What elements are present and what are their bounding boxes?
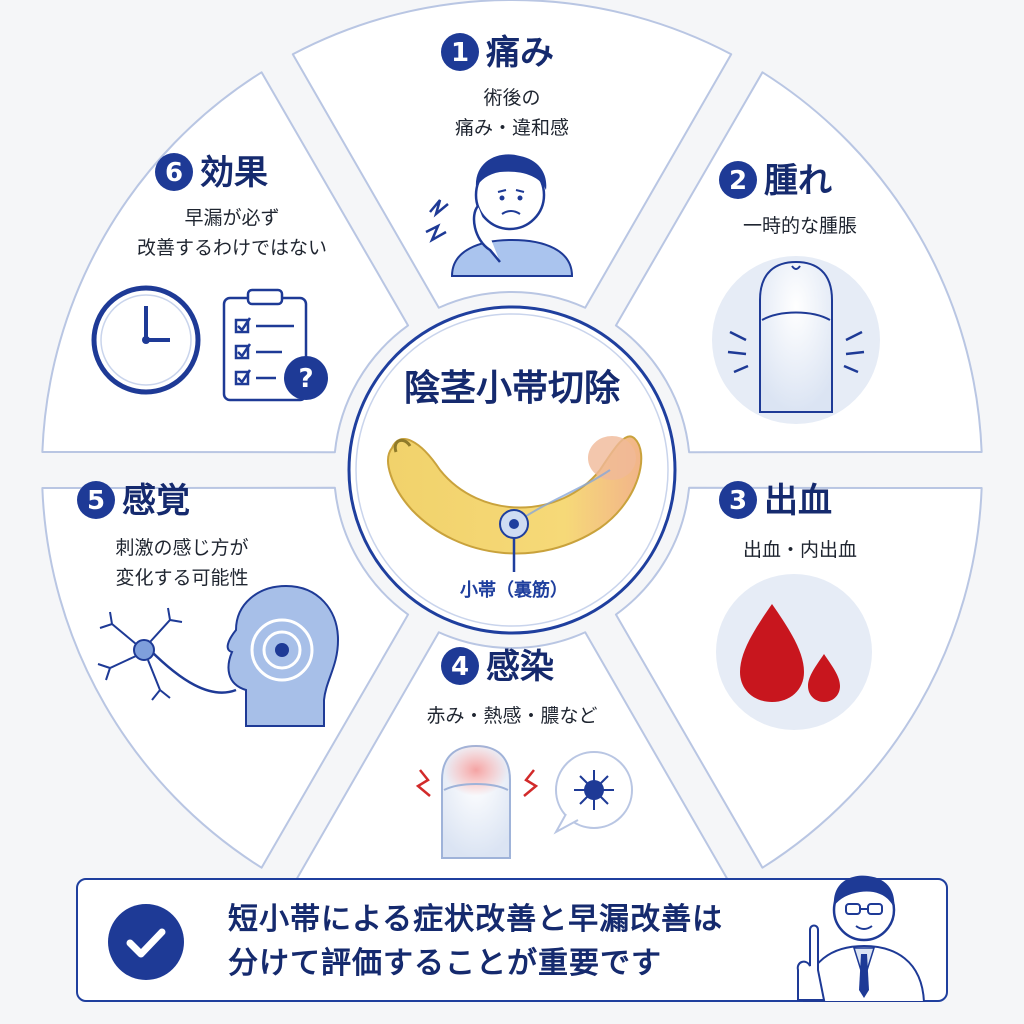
number-badge-1 — [441, 33, 479, 71]
pain-face-icon — [425, 154, 574, 277]
segment-subtitle-3-1: 出血・内出血 — [743, 539, 857, 561]
bottom-message-line-2: 分けて評価することが重要です — [228, 946, 662, 981]
segment-subtitle-1-2: 痛み・違和感 — [455, 117, 569, 139]
number-badge-5 — [77, 481, 115, 519]
swelling-icon — [712, 256, 880, 424]
segment-title-5: 感覚 — [122, 481, 190, 521]
segment-panel-1 — [291, 0, 733, 309]
bottom-message-line-1: 短小帯による症状改善と早漏改善は — [228, 902, 724, 937]
center-title: 陰茎小帯切除 — [404, 368, 621, 409]
number-badge-text-1: 1 — [451, 38, 469, 68]
nerve-head-icon — [97, 584, 340, 727]
number-badge-text-4: 4 — [451, 652, 469, 682]
segment-title-4: 感染 — [486, 647, 554, 687]
center-circle: 陰茎小帯切除 小帯（裏筋） — [347, 305, 677, 635]
doctor-icon — [796, 875, 926, 1002]
bottom-message: 短小帯による症状改善と早漏改善は 分けて評価することが重要です — [228, 898, 788, 986]
center-label: 小帯（裏筋） — [460, 579, 568, 601]
segment-subtitle-6-1: 早漏が必ず — [184, 207, 279, 229]
number-badge-text-3: 3 — [729, 486, 747, 516]
segment-subtitle-5-2: 変化する可能性 — [115, 567, 248, 589]
number-badge-2 — [719, 161, 757, 199]
check-icon — [108, 904, 184, 980]
svg-text:?: ? — [298, 364, 313, 394]
clock-checklist-icon: ? — [91, 285, 328, 402]
number-badge-3 — [719, 481, 757, 519]
segment-panel-5 — [41, 486, 410, 869]
number-badge-text-6: 6 — [165, 158, 183, 188]
segment-subtitle-4-1: 赤み・熱感・膿など — [426, 705, 597, 727]
segment-subtitle-2-1: 一時的な腫脹 — [743, 215, 857, 237]
frenulum-illustration — [387, 435, 643, 572]
blood-drop-icon — [716, 574, 872, 730]
infection-icon — [415, 744, 633, 859]
segment-title-2: 腫れ — [764, 161, 832, 201]
number-badge-4 — [441, 647, 479, 685]
segment-title-1: 痛み — [486, 33, 554, 73]
segment-title-3: 出血 — [764, 481, 832, 521]
segment-subtitle-6-2: 改善するわけではない — [137, 237, 327, 259]
number-badge-text-2: 2 — [729, 166, 747, 196]
segment-subtitle-5-1: 刺激の感じ方が — [115, 537, 248, 559]
segment-title-6: 効果 — [200, 153, 268, 193]
number-badge-6 — [155, 153, 193, 191]
number-badge-text-5: 5 — [87, 486, 105, 516]
bottom-message-box: 短小帯による症状改善と早漏改善は 分けて評価することが重要です — [76, 875, 948, 1002]
segment-subtitle-1-1: 術後の — [483, 87, 540, 109]
